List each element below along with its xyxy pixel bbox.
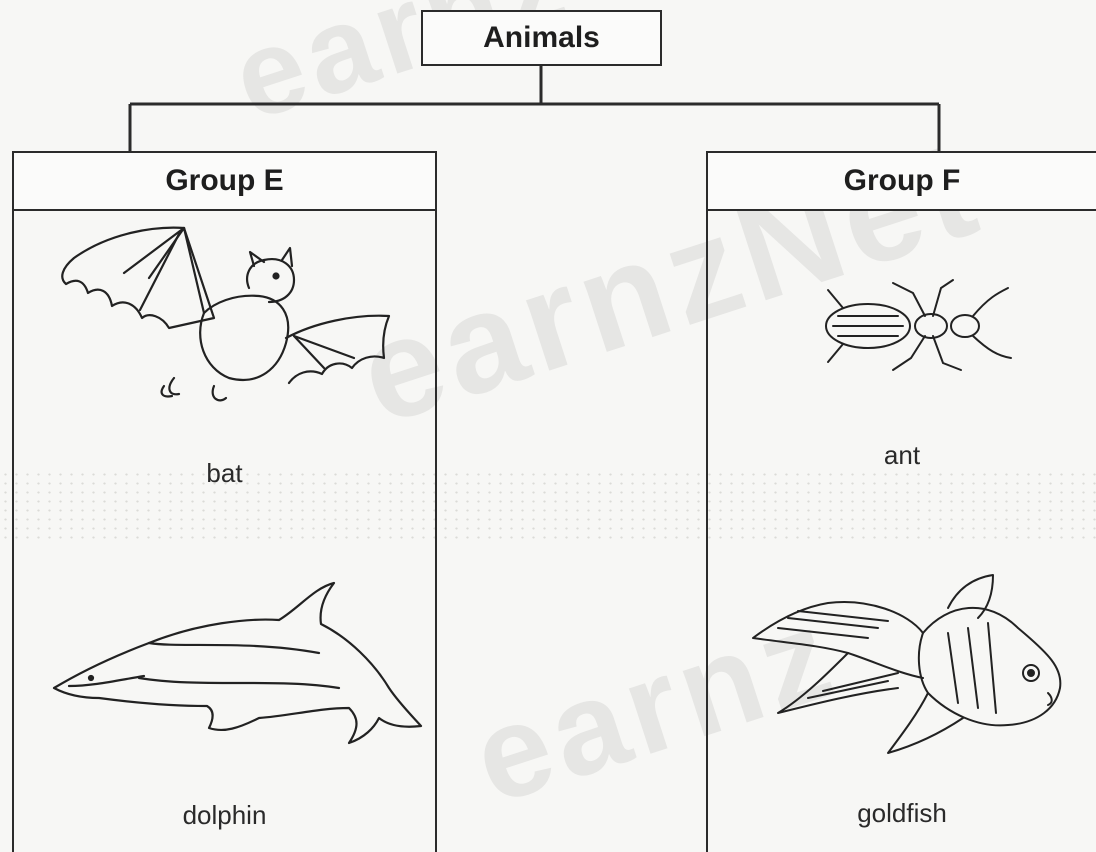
group-e-title: Group E — [14, 153, 435, 211]
bat-illustration — [54, 218, 399, 413]
goldfish-illustration — [748, 573, 1068, 768]
group-f-title: Group F — [708, 153, 1096, 211]
animal-label-ant: ant — [708, 440, 1096, 471]
group-f-panel: Group F ant — [706, 151, 1096, 852]
group-e-panel: Group E bat — [12, 151, 437, 852]
animal-label-dolphin: dolphin — [14, 800, 435, 831]
dolphin-illustration — [49, 578, 424, 748]
root-node-animals: Animals — [421, 10, 662, 66]
ant-illustration — [813, 278, 1018, 373]
animal-label-goldfish: goldfish — [708, 798, 1096, 829]
animal-label-bat: bat — [14, 458, 435, 489]
